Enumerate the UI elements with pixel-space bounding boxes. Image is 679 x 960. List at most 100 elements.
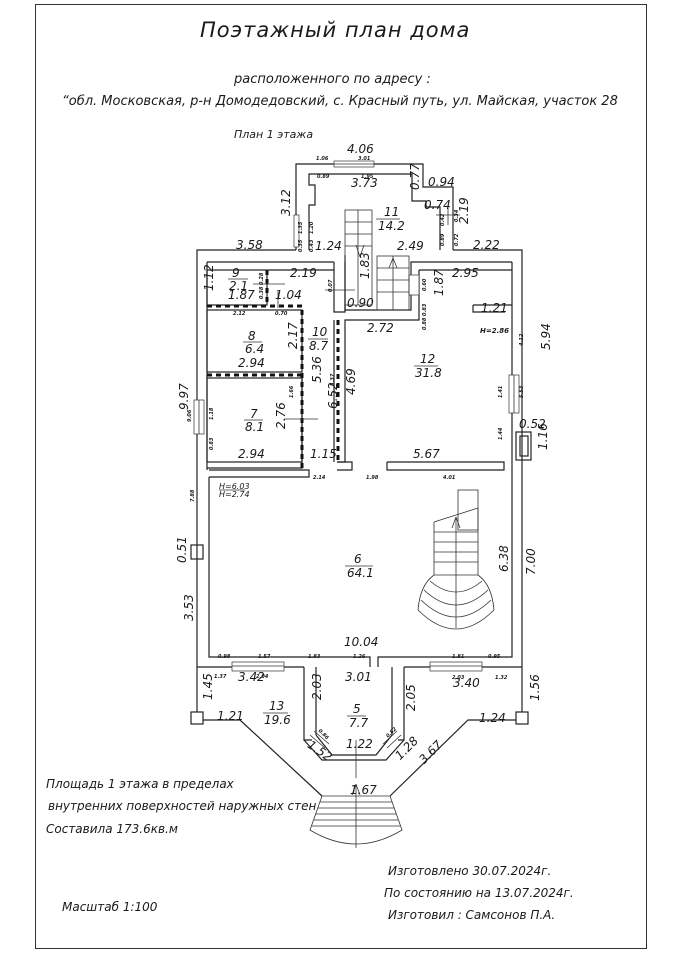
svg-text:0.90: 0.90 (347, 296, 374, 310)
svg-text:1.45: 1.45 (201, 673, 215, 700)
svg-text:3.73: 3.73 (351, 176, 378, 190)
svg-text:3.67: 3.67 (416, 738, 445, 767)
svg-text:1.22: 1.22 (346, 737, 373, 751)
svg-text:6.52: 6.52 (326, 382, 340, 409)
svg-text:1.67: 1.67 (350, 783, 377, 797)
svg-text:7.7: 7.7 (349, 716, 368, 730)
svg-text:1.83: 1.83 (358, 252, 372, 279)
room-8-label: 86.4 (243, 329, 264, 356)
svg-text:0.35: 0.35 (298, 239, 304, 252)
svg-text:64.1: 64.1 (347, 566, 374, 580)
svg-text:1.81: 1.81 (452, 654, 464, 660)
svg-text:1.18: 1.18 (209, 407, 215, 420)
svg-text:0.94: 0.94 (428, 175, 455, 189)
svg-text:2.1: 2.1 (229, 279, 248, 293)
svg-text:4.01: 4.01 (443, 475, 455, 481)
svg-text:2.94: 2.94 (238, 356, 265, 370)
svg-text:2.94: 2.94 (238, 447, 265, 461)
svg-text:12: 12 (420, 352, 435, 366)
svg-text:1.20: 1.20 (309, 221, 315, 234)
area-note-line2: внутренних поверхностей наружных стен (48, 799, 317, 813)
height-room6-a: H=6.03 (219, 482, 250, 491)
scale-label: Масштаб 1:100 (62, 900, 158, 914)
svg-text:4.12: 4.12 (519, 333, 525, 346)
svg-text:4.06: 4.06 (347, 142, 374, 156)
made-by: Изготовил : Самсонов П.А. (388, 908, 556, 922)
svg-text:0.34: 0.34 (454, 209, 460, 222)
svg-text:0.07: 0.07 (328, 279, 334, 292)
stairs-annex (344, 209, 410, 311)
page-title: Поэтажный план дома (200, 18, 471, 42)
svg-text:7.88: 7.88 (190, 489, 196, 502)
area-total: Составила 173.6кв.м (46, 822, 178, 836)
svg-text:6: 6 (354, 552, 362, 566)
svg-text:1.57: 1.57 (258, 654, 271, 660)
svg-text:2.14: 2.14 (313, 475, 326, 481)
windows (193, 160, 520, 672)
svg-text:1.41: 1.41 (498, 386, 504, 398)
svg-text:0.82: 0.82 (385, 726, 398, 739)
svg-text:3.01: 3.01 (358, 156, 370, 162)
svg-text:0.42: 0.42 (440, 213, 446, 226)
svg-text:13: 13 (269, 699, 284, 713)
svg-text:2.76: 2.76 (274, 402, 288, 429)
svg-text:1.44: 1.44 (498, 427, 504, 440)
svg-text:0.43: 0.43 (309, 239, 315, 252)
svg-text:1.32: 1.32 (495, 675, 508, 681)
svg-text:4.69: 4.69 (344, 368, 358, 395)
svg-text:1.26: 1.26 (353, 654, 366, 660)
svg-text:8.7: 8.7 (309, 339, 328, 353)
made-date: Изготовлено 30.07.2024г. (388, 864, 552, 878)
svg-text:2.03: 2.03 (310, 673, 324, 700)
svg-text:9: 9 (232, 266, 240, 280)
room-5-label: 57.7 (347, 702, 368, 730)
svg-text:2.49: 2.49 (397, 239, 424, 253)
svg-text:9.06: 9.06 (187, 409, 193, 422)
svg-text:0.95: 0.95 (488, 654, 501, 660)
partitions (207, 270, 340, 470)
svg-text:7: 7 (250, 407, 258, 421)
svg-text:3.12: 3.12 (279, 189, 293, 216)
svg-text:1.16: 1.16 (536, 423, 550, 450)
svg-text:6.38: 6.38 (497, 545, 511, 572)
svg-text:5.36: 5.36 (310, 356, 324, 383)
as-of-date: По состоянию на 13.07.2024г. (384, 886, 574, 900)
svg-text:1.24: 1.24 (479, 711, 506, 725)
svg-text:19.6: 19.6 (264, 713, 291, 727)
svg-text:0.88: 0.88 (422, 317, 428, 330)
porch-stairs (309, 730, 403, 848)
svg-text:5.94: 5.94 (539, 323, 553, 350)
svg-text:0.83: 0.83 (209, 437, 215, 450)
svg-text:1.24: 1.24 (315, 239, 342, 253)
area-note-line1: Площадь 1 этажа в пределах (46, 777, 234, 791)
svg-text:1.15: 1.15 (310, 447, 337, 461)
svg-text:0.38: 0.38 (259, 286, 265, 299)
svg-text:3.53: 3.53 (182, 594, 196, 621)
svg-text:1.37: 1.37 (214, 674, 227, 680)
svg-text:0.52: 0.52 (519, 417, 546, 431)
svg-text:2.19: 2.19 (457, 197, 471, 224)
dimension-labels: 4.06 3.73 0.77 0.94 0.74 2.19 3.12 3.58 … (175, 142, 553, 797)
svg-text:8: 8 (248, 329, 256, 343)
drawing-frame (35, 4, 647, 949)
height-room6-b: H=2.74 (219, 490, 250, 499)
svg-text:0.51: 0.51 (175, 536, 189, 563)
plan-label: План 1 этажа (234, 128, 314, 141)
svg-text:8.1: 8.1 (245, 420, 264, 434)
svg-text:9.97: 9.97 (177, 383, 191, 410)
svg-text:1.95: 1.95 (361, 174, 374, 180)
svg-text:0.98: 0.98 (218, 654, 231, 660)
svg-text:0.77: 0.77 (408, 163, 422, 190)
svg-text:1.66: 1.66 (289, 385, 295, 398)
svg-text:5.37: 5.37 (330, 373, 336, 386)
svg-text:0.74: 0.74 (424, 198, 451, 212)
svg-text:1.87: 1.87 (228, 288, 255, 302)
room-6-label: 664.1 (345, 552, 374, 580)
svg-text:2.03: 2.03 (452, 675, 465, 681)
svg-text:2.12: 2.12 (233, 311, 246, 317)
svg-text:2.22: 2.22 (473, 238, 500, 252)
svg-text:10.04: 10.04 (344, 635, 378, 649)
svg-text:1.04: 1.04 (275, 288, 302, 302)
